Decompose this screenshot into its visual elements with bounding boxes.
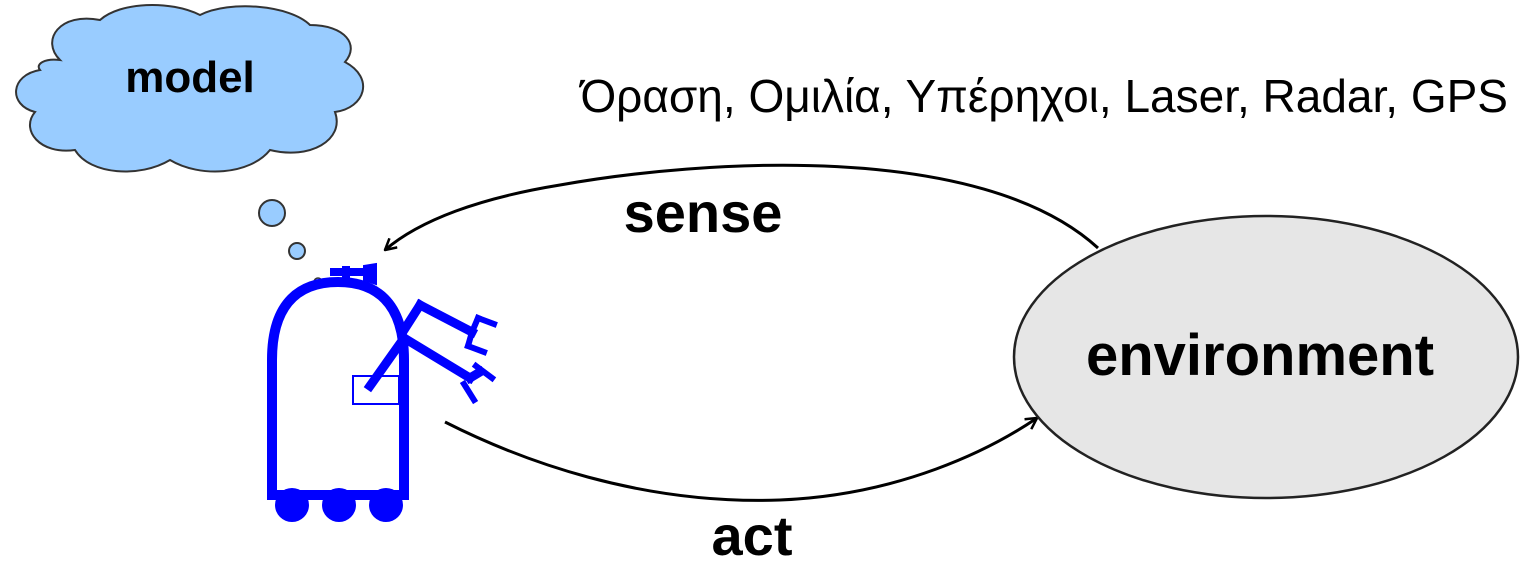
robot-icon xyxy=(267,262,498,522)
thought-cloud-icon xyxy=(15,3,365,287)
sense-arrow xyxy=(385,163,1100,250)
environment-label: environment xyxy=(1086,323,1434,388)
act-arrow xyxy=(444,418,1037,502)
sensors-caption: Όραση, Ομιλία, Υπέρηχοι, Laser, Radar, G… xyxy=(579,70,1508,122)
environment-ellipse-icon xyxy=(1012,214,1520,500)
model-label: model xyxy=(125,53,255,102)
sense-label: sense xyxy=(624,181,783,244)
thought-bubble-large xyxy=(258,199,286,227)
act-label: act xyxy=(712,504,793,565)
thought-bubble-medium xyxy=(288,242,306,260)
